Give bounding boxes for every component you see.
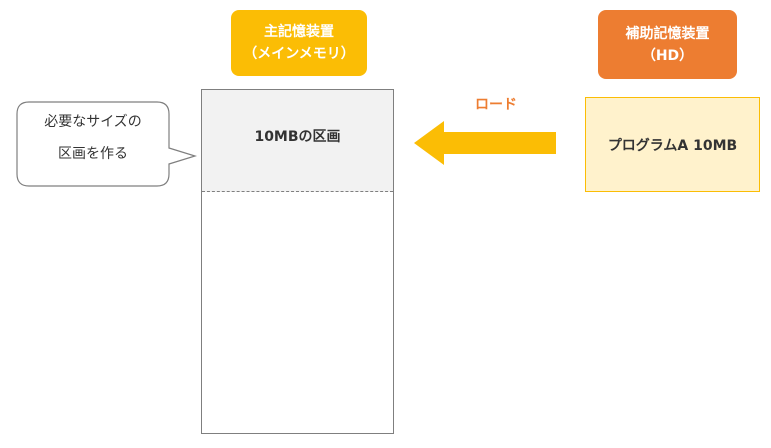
aux-memory-label: 補助記憶装置 （HD） (598, 10, 737, 79)
memory-region-label: 10MBの区画 (254, 129, 341, 145)
main-memory-title-line2: （メインメモリ） (243, 46, 355, 62)
callout-line1: 必要なサイズの (44, 114, 142, 130)
load-label: ロード (475, 97, 517, 113)
aux-memory-title-line1: 補助記憶装置 (625, 25, 710, 42)
memory-region: 10MBの区画 (202, 90, 393, 192)
main-memory-block: 10MBの区画 (201, 89, 394, 434)
load-arrow-shape (414, 121, 556, 165)
callout-text: 必要なサイズの 区画を作る (18, 106, 168, 170)
callout-bubble (16, 101, 198, 187)
program-label: プログラムA 10MB (607, 137, 738, 154)
callout-line2: 区画を作る (58, 146, 128, 162)
program-box: プログラムA 10MB (585, 97, 760, 192)
callout-bubble-outline (16, 101, 198, 187)
load-arrow-icon (414, 121, 556, 165)
aux-memory-title-line2: （HD） (641, 47, 694, 64)
main-memory-label: 主記憶装置 （メインメモリ） (231, 10, 367, 76)
main-memory-title-line1: 主記憶装置 (264, 24, 334, 40)
